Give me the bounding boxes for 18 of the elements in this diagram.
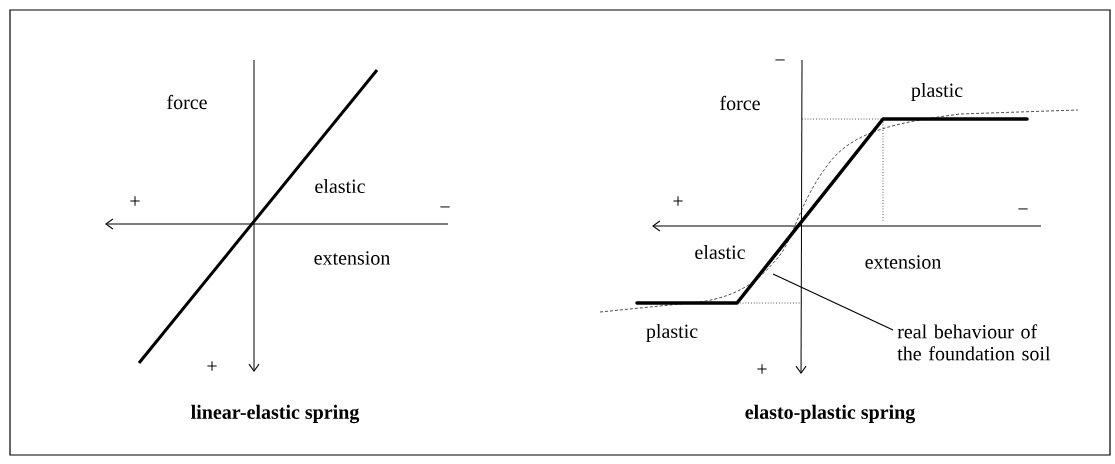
axis-label: extension [314,251,391,265]
soil-curve [599,109,1079,313]
curve-label: elastic [695,244,745,260]
axis-label: extension [865,255,942,269]
sign-label: + [130,196,140,206]
callout-text: real behaviour of the foundation soil [897,324,1051,361]
sign-label: + [673,196,683,206]
sign-label: − [1018,208,1028,210]
sign-label: + [757,364,767,374]
panel-title: elasto-plastic spring [745,404,916,424]
axis-label: force [167,94,207,110]
axis-label: force [720,95,760,111]
leader-line [772,273,894,331]
panel-title: linear-elastic spring [191,404,360,424]
sign-label: + [207,361,217,371]
sign-label: − [440,206,450,208]
sign-label: − [775,59,785,61]
curve-label: elastic [315,178,365,194]
